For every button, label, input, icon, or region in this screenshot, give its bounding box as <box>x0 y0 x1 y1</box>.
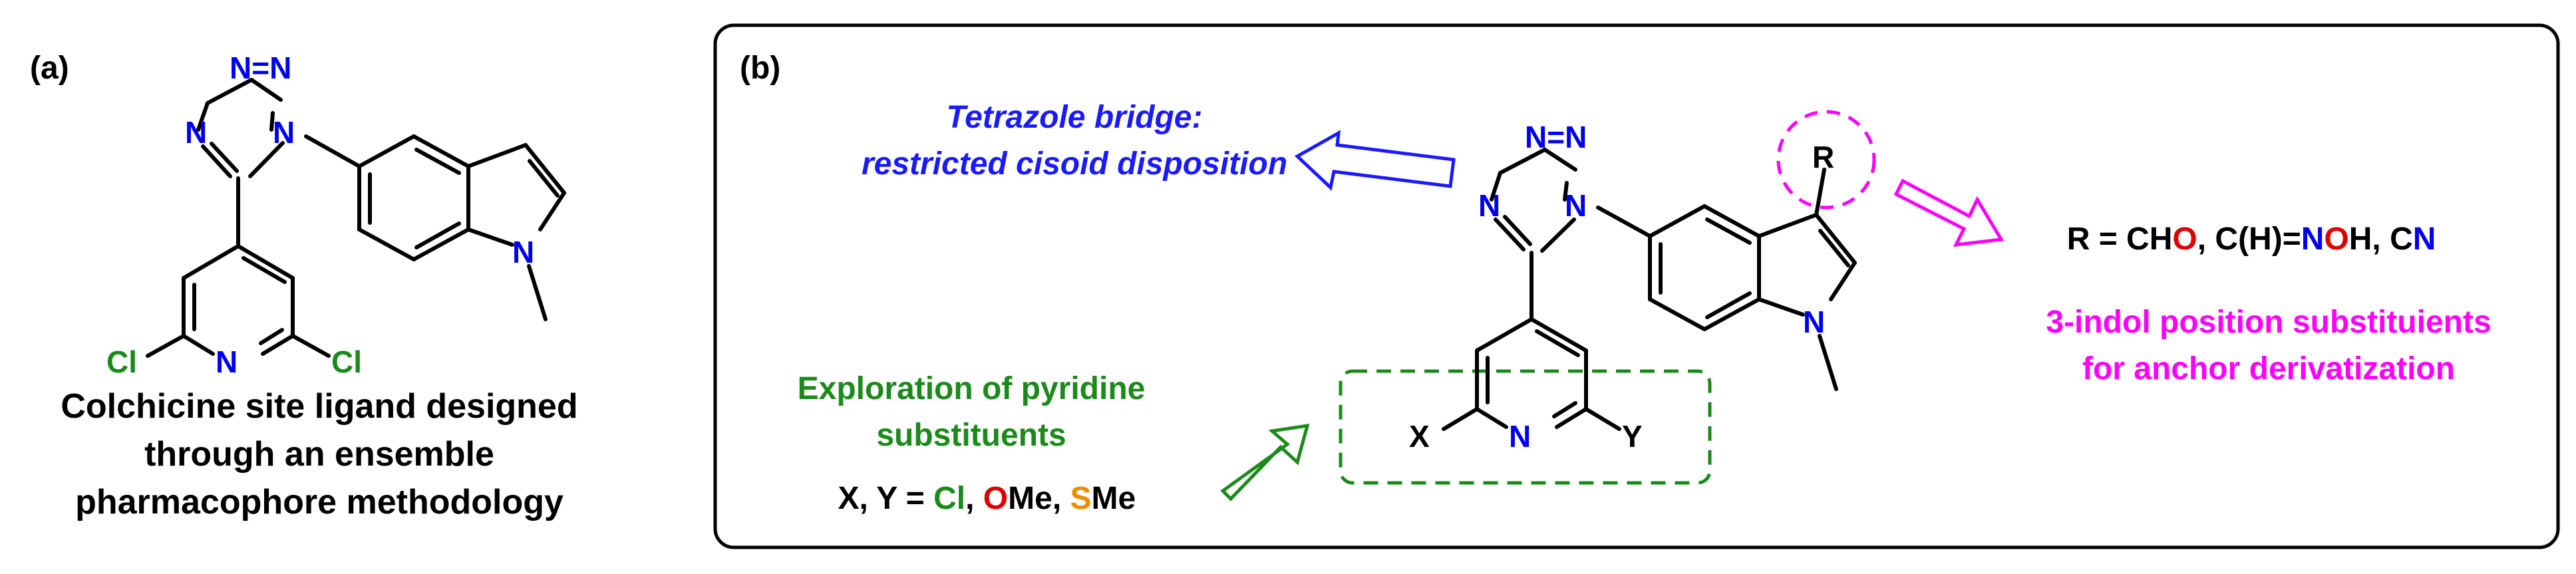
xy-formula-part: O <box>983 481 1008 516</box>
panel-b-frame <box>713 23 2560 549</box>
indole-note: 3-indol position substituients for ancho… <box>2046 305 2491 386</box>
pyridine-note: Exploration of pyridine substituents <box>798 371 1146 453</box>
svg-text:Tetrazole bridge:: Tetrazole bridge: <box>947 100 1203 135</box>
svg-text:through an ensemble: through an ensemble <box>144 435 494 474</box>
panel-a-label: (a) <box>30 51 69 86</box>
panel-b-atom-labels: N=N N N N N X Y R <box>1409 120 1834 454</box>
panel-b-structure <box>1442 148 1857 431</box>
atom-n: N <box>1478 188 1500 223</box>
atom-n: N <box>185 115 207 150</box>
panel-a-structure <box>146 78 566 358</box>
svg-text:Colchicine site ligand designe: Colchicine site ligand designed <box>61 387 577 426</box>
svg-text:3-indol position substituients: 3-indol position substituients <box>2046 305 2491 340</box>
atom-n: N <box>216 345 238 379</box>
atom-cl: Cl <box>106 345 137 379</box>
svg-text:N=N: N=N <box>1525 120 1587 154</box>
tetrazole-arrow <box>1294 130 1456 191</box>
atom-x: X <box>1409 419 1430 454</box>
svg-text:for anchor derivatization: for anchor derivatization <box>2082 351 2455 386</box>
r-formula: R = CHO, C(H)=NOH, CN <box>2022 221 2462 257</box>
r-formula-part: H, C <box>2349 221 2413 257</box>
xy-formula-part: S <box>1070 481 1092 516</box>
r-arrow <box>1893 178 2005 247</box>
xy-formula-part: , <box>965 481 983 516</box>
r-formula-part: R = CH <box>2067 221 2173 257</box>
atom-n: N <box>1803 305 1825 339</box>
svg-text:pharmacophore methodology: pharmacophore methodology <box>75 483 564 521</box>
atom-r: R <box>1812 140 1834 174</box>
xy-formula-part: Me <box>1092 481 1136 516</box>
atom-n: N <box>1565 188 1587 223</box>
svg-text:restricted cisoid disposition: restricted cisoid disposition <box>862 146 1287 182</box>
xy-formula-part: Cl <box>933 481 965 516</box>
atom-n: N <box>512 235 534 269</box>
r-formula-part: N <box>2413 221 2436 257</box>
panel-b-label: (b) <box>740 51 780 86</box>
r-formula-part: N <box>2301 221 2325 257</box>
r-highlight-circle <box>1776 110 1876 210</box>
tetrazole-note: Tetrazole bridge: restricted cisoid disp… <box>862 100 1287 182</box>
pyridine-arrow <box>1220 423 1310 502</box>
atom-cl: Cl <box>331 345 362 379</box>
xy-formula-part: X, Y = <box>838 481 933 516</box>
pyridine-dashed-box <box>1339 369 1712 485</box>
svg-text:N=N: N=N <box>230 51 291 85</box>
atom-n: N <box>1509 419 1531 454</box>
atom-n: N <box>273 115 295 150</box>
panel-a-atom-labels: N=N N N N N Cl Cl <box>106 51 534 379</box>
r-formula-part: O <box>2172 221 2197 257</box>
r-formula-part: O <box>2324 221 2348 257</box>
xy-formula: X, Y = Cl, OMe, SMe <box>794 481 1162 516</box>
xy-formula-part: Me, <box>1008 481 1070 516</box>
svg-text:Exploration of pyridine: Exploration of pyridine <box>798 371 1146 406</box>
panel-a-caption: Colchicine site ligand designed through … <box>61 387 577 521</box>
atom-y: Y <box>1622 419 1643 454</box>
r-formula-part: , C(H)= <box>2197 221 2301 257</box>
svg-text:substituents: substituents <box>876 418 1066 453</box>
